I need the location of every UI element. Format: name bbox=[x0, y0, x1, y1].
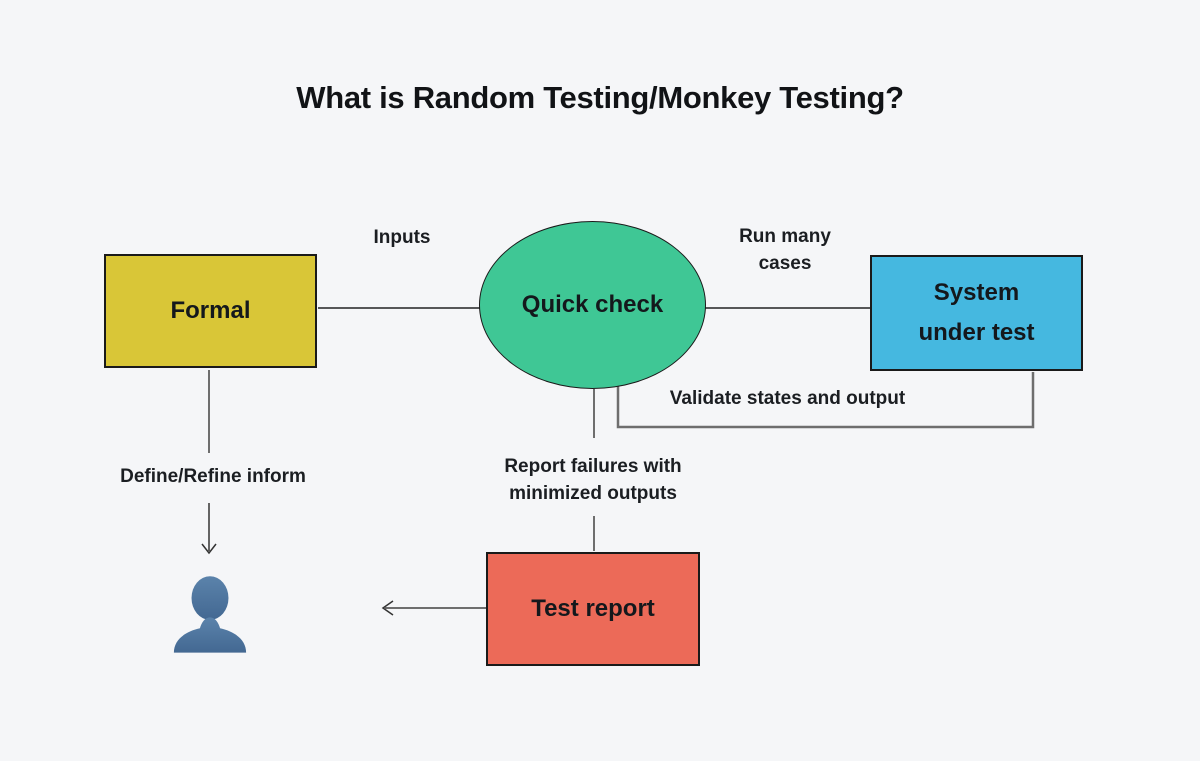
diagram-title: What is Random Testing/Monkey Testing? bbox=[296, 80, 904, 115]
edge-label-validate-states: Validate states and output bbox=[669, 388, 906, 409]
node-quick-check-label: Quick check bbox=[521, 291, 664, 318]
person-icon bbox=[173, 576, 247, 653]
edge-label-inputs: Inputs bbox=[373, 227, 431, 248]
node-quick-check: Quick check bbox=[479, 221, 706, 389]
edge-label-define-refine: Define/Refine inform bbox=[120, 466, 306, 487]
edge-label-report-failures: Report failures with minimized outputs bbox=[504, 456, 682, 504]
node-test-report: Test report bbox=[486, 552, 700, 666]
person-head bbox=[191, 576, 229, 620]
arrow-left-icon bbox=[381, 600, 394, 616]
arrow-down-icon bbox=[201, 543, 217, 555]
edge-label-run-many-cases: Run many cases bbox=[739, 226, 831, 274]
node-system-under-test-label: System under test bbox=[918, 279, 1035, 346]
node-formal: Formal bbox=[104, 254, 317, 368]
node-formal-label: Formal bbox=[170, 297, 251, 324]
node-test-report-label: Test report bbox=[531, 595, 655, 622]
node-system-under-test: System under test bbox=[870, 255, 1083, 371]
person-shoulders bbox=[173, 617, 247, 653]
